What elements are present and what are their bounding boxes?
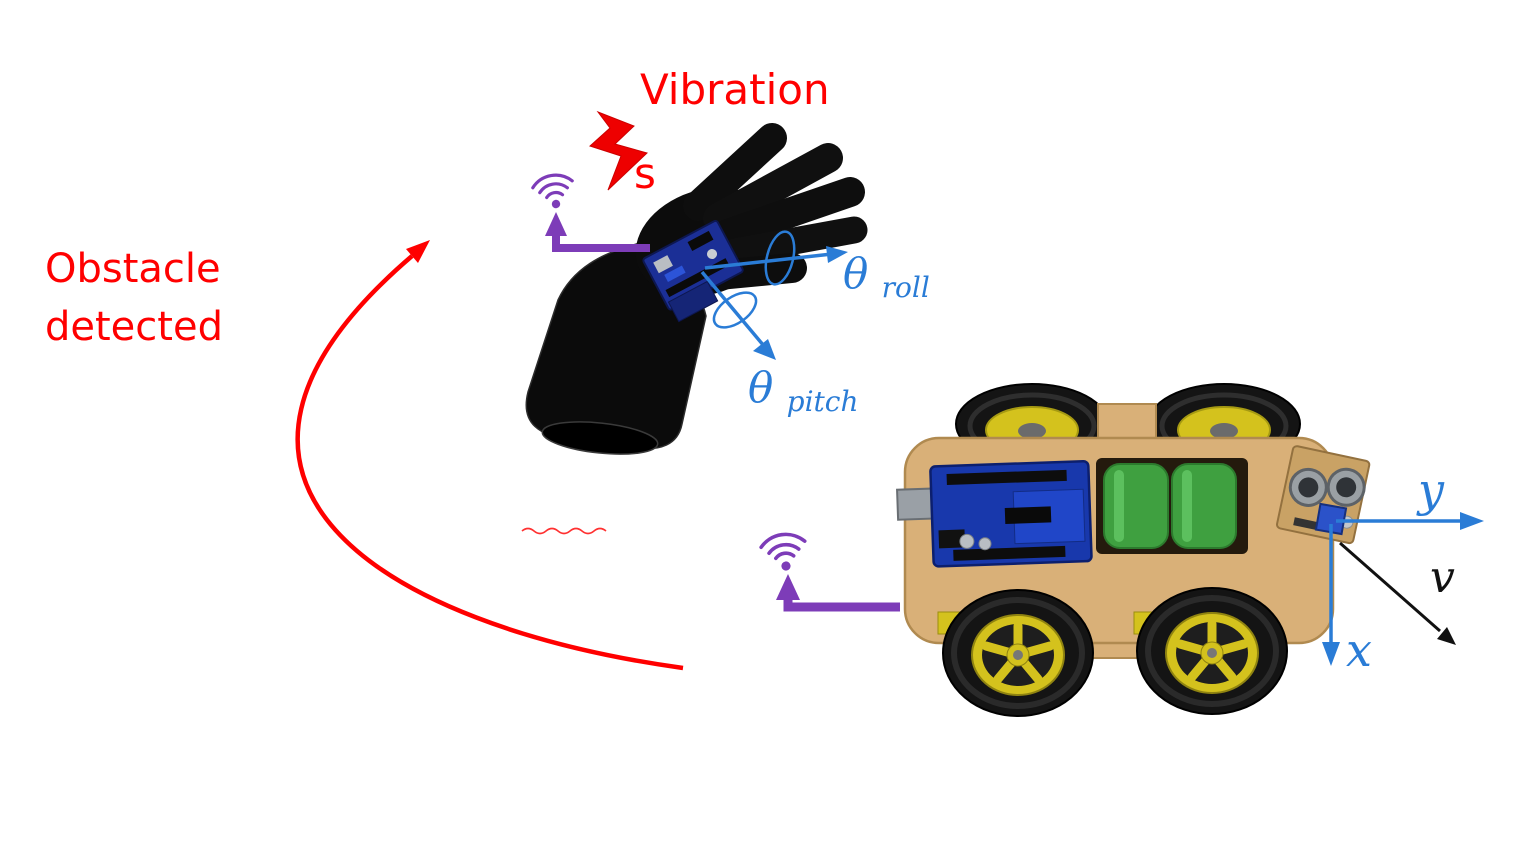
axis-x-arrow	[1322, 524, 1340, 666]
red-squiggle-icon	[521, 527, 607, 535]
link-arrow-line	[552, 232, 650, 252]
theta-roll-label: θ roll	[843, 249, 930, 304]
glove-cuff-opening	[541, 421, 659, 455]
mcu-chip	[1004, 506, 1052, 524]
axis-x-arrowhead-icon	[1322, 642, 1340, 666]
vibration-label-line2: s	[634, 149, 656, 198]
wifi-arc	[774, 551, 796, 561]
roll-axis-arrow	[704, 230, 848, 286]
link-arrowhead-icon	[776, 574, 800, 600]
tire-tread	[951, 597, 1085, 709]
sensor-pins	[1293, 517, 1323, 531]
hub	[1210, 423, 1238, 439]
wheel-bottom-left	[942, 589, 1094, 717]
link-arrow-line	[783, 596, 900, 612]
imu-board-module	[664, 265, 686, 282]
pitch-axis-line	[700, 270, 766, 348]
wifi-dot	[551, 199, 561, 209]
hub	[1018, 423, 1046, 439]
glove-wireless-link-arrow	[545, 212, 650, 252]
roll-rotation-icon	[764, 230, 796, 286]
tire-tread	[1145, 595, 1279, 707]
theta-pitch-symbol: θ	[748, 363, 773, 412]
wifi-icon-glove	[531, 173, 574, 209]
theta-roll-subscript: roll	[882, 271, 930, 304]
axis-x-label: x	[1346, 623, 1372, 677]
roll-axis-line	[704, 252, 833, 270]
roll-arrowhead-icon	[826, 246, 848, 263]
sensor-transducer-core	[1298, 477, 1319, 498]
battery-cell	[1103, 463, 1169, 549]
vibration-lightning-icon	[589, 110, 648, 191]
battery-pack	[1096, 458, 1248, 554]
theta-roll-symbol: θ	[843, 249, 868, 298]
car-wireless-link-arrow	[776, 574, 900, 612]
axis-y-arrow	[1336, 512, 1484, 530]
imu-board-capacitor	[707, 249, 718, 260]
wifi-arc	[531, 173, 574, 190]
theta-pitch-label: θ pitch	[748, 363, 859, 418]
pin-header	[953, 545, 1066, 561]
wifi-arc	[759, 532, 807, 550]
axis-y-arrowhead-icon	[1460, 512, 1484, 530]
hub-bolt	[1013, 650, 1023, 660]
obstacle-label: Obstacle detected	[45, 246, 223, 350]
capacitor	[978, 537, 992, 551]
axis-y-label: y	[1416, 463, 1445, 517]
wifi-dot	[781, 561, 791, 571]
glove-finger	[703, 143, 843, 233]
pitch-axis-arrow	[700, 270, 776, 360]
wifi-icon-car	[759, 532, 807, 571]
battery-highlight	[1182, 470, 1192, 542]
sensor-transducer-core	[1336, 477, 1357, 498]
wifi-arc	[545, 190, 565, 200]
imu-board-module2	[667, 280, 719, 323]
capacitor	[959, 533, 975, 549]
pin-header	[946, 469, 1067, 486]
obstacle-curve	[295, 254, 684, 671]
glove-illustration	[525, 123, 868, 455]
velocity-arrowhead-icon	[1437, 627, 1456, 645]
obstacle-path-arrow	[295, 240, 684, 671]
wheel-bottom-right	[1136, 587, 1288, 715]
power-jack	[938, 529, 966, 549]
obstacle-arrowhead-icon	[406, 240, 430, 263]
ultrasonic-sensor	[1276, 445, 1371, 545]
obstacle-label-line2: detected	[45, 304, 223, 350]
obstacle-label-line1: Obstacle	[45, 246, 221, 292]
velocity-arrow	[1339, 541, 1456, 645]
link-arrowhead-icon	[545, 212, 567, 236]
controller-board	[896, 459, 1093, 568]
robot-car-illustration	[896, 383, 1371, 717]
theta-pitch-subscript: pitch	[787, 385, 859, 418]
imu-board-chip	[687, 230, 714, 251]
vibration-label-line1: Vibration	[640, 65, 830, 114]
velocity-line	[1339, 541, 1441, 633]
glove-finger	[713, 177, 865, 249]
pitch-rotation-icon	[712, 291, 758, 329]
battery-highlight	[1114, 470, 1124, 542]
glove-finger	[683, 123, 787, 221]
hub-bolt	[1207, 648, 1217, 658]
wifi-arc	[767, 542, 801, 556]
wifi-arc	[538, 182, 569, 195]
imu-board-usb	[653, 255, 673, 274]
vibration-label: Vibration s	[634, 65, 830, 198]
battery-cell	[1171, 463, 1237, 549]
pitch-arrowhead-icon	[753, 339, 776, 360]
velocity-label: v	[1430, 552, 1455, 603]
